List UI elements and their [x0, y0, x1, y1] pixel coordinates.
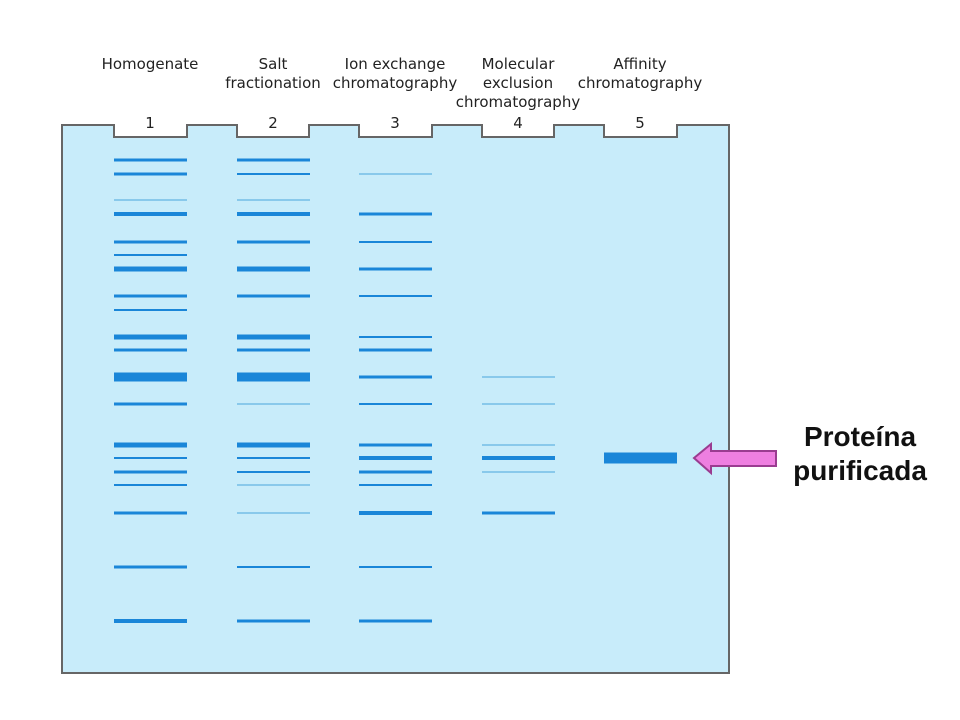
lane-4-band-2: [482, 403, 555, 405]
lane-1-band-16: [114, 470, 187, 474]
lane-2-band-9: [237, 348, 310, 352]
lane-1-band-11: [114, 348, 187, 352]
lane-1-band-8: [114, 294, 187, 298]
lane-3-band-12: [359, 470, 432, 474]
lane-2-band-16: [237, 512, 310, 514]
lane-3-band-4: [359, 267, 432, 271]
lane-4-title-line-3: chromatography: [455, 93, 581, 111]
gel-slab: [61, 124, 730, 674]
lane-1-band-1: [114, 158, 187, 162]
lane-3-band-1: [359, 173, 432, 175]
lane-4-band-6: [482, 511, 555, 515]
lane-3-title-line-2: chromatography: [332, 74, 458, 92]
lane-2-band-13: [237, 457, 310, 459]
lane-1-band-6: [114, 254, 187, 256]
lane-2-band-6: [237, 266, 310, 272]
lane-2-band-18: [237, 619, 310, 623]
purified-protein-label-line-1: Proteína: [803, 421, 917, 452]
lane-3-band-10: [359, 443, 432, 447]
lane-4-number: 4: [513, 114, 523, 132]
lane-2-title: Salt fractionation: [203, 55, 343, 93]
lane-3-band-7: [359, 348, 432, 352]
lane-4-band-1: [482, 376, 555, 378]
lane-1-band-9: [114, 309, 187, 311]
lane-2-band-14: [237, 471, 310, 473]
lane-1-band-20: [114, 619, 187, 623]
lane-1-band-3: [114, 199, 187, 201]
lane-5-title: Affinity chromatography: [570, 55, 710, 93]
band-layer: [114, 158, 677, 623]
lane-2-number: 2: [268, 114, 278, 132]
lane-3-band-16: [359, 619, 432, 623]
lane-3-number: 3: [390, 114, 400, 132]
lane-1-title: Homogenate: [80, 55, 220, 74]
lane-2-band-17: [237, 566, 310, 568]
lane-3-band-14: [359, 511, 432, 515]
lane-2-band-12: [237, 442, 310, 448]
lane-3-band-6: [359, 336, 432, 338]
lane-2-band-2: [237, 173, 310, 175]
lane-3-band-13: [359, 484, 432, 486]
lane-1-band-15: [114, 457, 187, 459]
lane-2-band-11: [237, 403, 310, 405]
lane-1-band-5: [114, 240, 187, 244]
lane-3-band-15: [359, 566, 432, 568]
lane-2-band-8: [237, 334, 310, 340]
purified-protein-label: Proteína purificada: [770, 420, 950, 488]
lane-3-band-5: [359, 295, 432, 297]
purified-protein-label-line-2: purificada: [793, 455, 927, 486]
lane-1-band-13: [114, 402, 187, 406]
lane-4-band-5: [482, 471, 555, 473]
lane-2-band-5: [237, 240, 310, 244]
lane-3-band-2: [359, 212, 432, 216]
lane-2-title-line-2: fractionation: [225, 74, 321, 92]
lane-4-band-3: [482, 444, 555, 446]
lane-3-band-9: [359, 403, 432, 405]
lane-2-band-1: [237, 158, 310, 162]
lane-5-number: 5: [635, 114, 645, 132]
lane-5-title-line-2: chromatography: [577, 74, 703, 92]
lane-1-band-19: [114, 565, 187, 569]
lane-3-band-8: [359, 375, 432, 379]
lane-1-band-12: [114, 372, 187, 382]
lane-4-title-line-1: Molecular: [481, 55, 555, 73]
lane-1-number: 1: [145, 114, 155, 132]
lane-1-band-4: [114, 212, 187, 216]
lane-2-band-4: [237, 212, 310, 216]
lane-1-band-14: [114, 442, 187, 448]
lane-2-band-10: [237, 372, 310, 382]
lane-2-band-3: [237, 199, 310, 201]
lane-1-band-2: [114, 172, 187, 176]
lane-3-title: Ion exchange chromatography: [325, 55, 465, 93]
lane-1-band-17: [114, 484, 187, 486]
lane-3-title-line-1: Ion exchange: [344, 55, 446, 73]
lane-2-title-line-1: Salt: [258, 55, 288, 73]
lane-2-band-15: [237, 484, 310, 486]
lane-5-title-line-1: Affinity: [613, 55, 667, 73]
lane-1-band-18: [114, 511, 187, 515]
lane-1-title-line-1: Homogenate: [101, 55, 199, 73]
lane-5-band-1: [604, 452, 677, 464]
lane-4-band-4: [482, 456, 555, 460]
lane-1-band-7: [114, 266, 187, 272]
purified-protein-arrow: [692, 441, 777, 476]
lane-2-band-7: [237, 294, 310, 298]
lane-1-band-10: [114, 334, 187, 340]
lane-4-title: Molecular exclusion chromatography: [448, 55, 588, 112]
lane-3-band-11: [359, 456, 432, 460]
lane-3-band-3: [359, 241, 432, 243]
lane-4-title-line-2: exclusion: [482, 74, 554, 92]
